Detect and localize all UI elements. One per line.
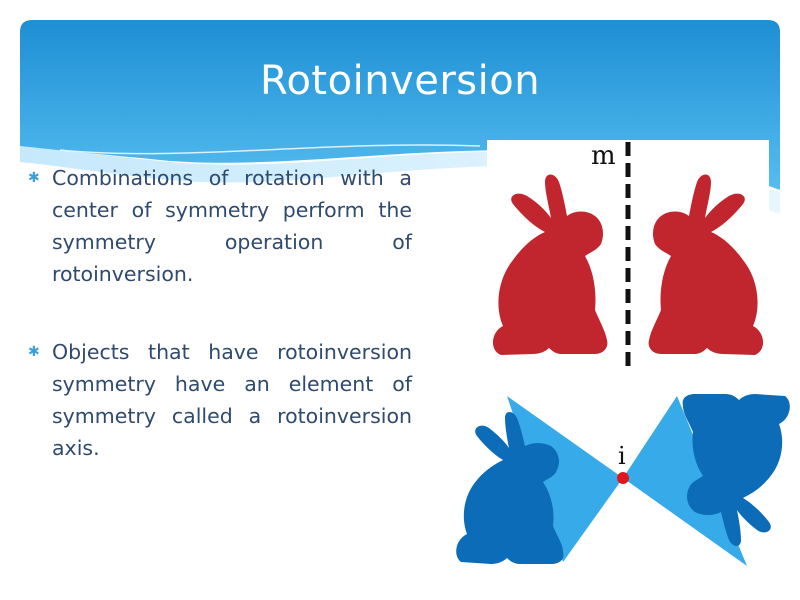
bullet-text: Objects that have rotoinversion symmetry…: [52, 340, 412, 460]
bullet-item: ✱ Objects that have rotoinversion symmet…: [28, 336, 412, 464]
mirror-label: m: [591, 141, 616, 171]
bullet-item: ✱ Combinations of rotation with a center…: [28, 162, 412, 290]
inversion-center-label: i: [618, 442, 626, 470]
inversion-symmetry-figure: i: [447, 384, 800, 574]
asterisk-bullet-icon: ✱: [28, 170, 40, 186]
asterisk-bullet-icon: ✱: [28, 344, 40, 360]
bullet-text: Combinations of rotation with a center o…: [52, 166, 412, 286]
bullet-list: ✱ Combinations of rotation with a center…: [28, 162, 412, 510]
slide-title: Rotoinversion: [259, 58, 541, 104]
mirror-symmetry-figure: m: [487, 140, 769, 372]
